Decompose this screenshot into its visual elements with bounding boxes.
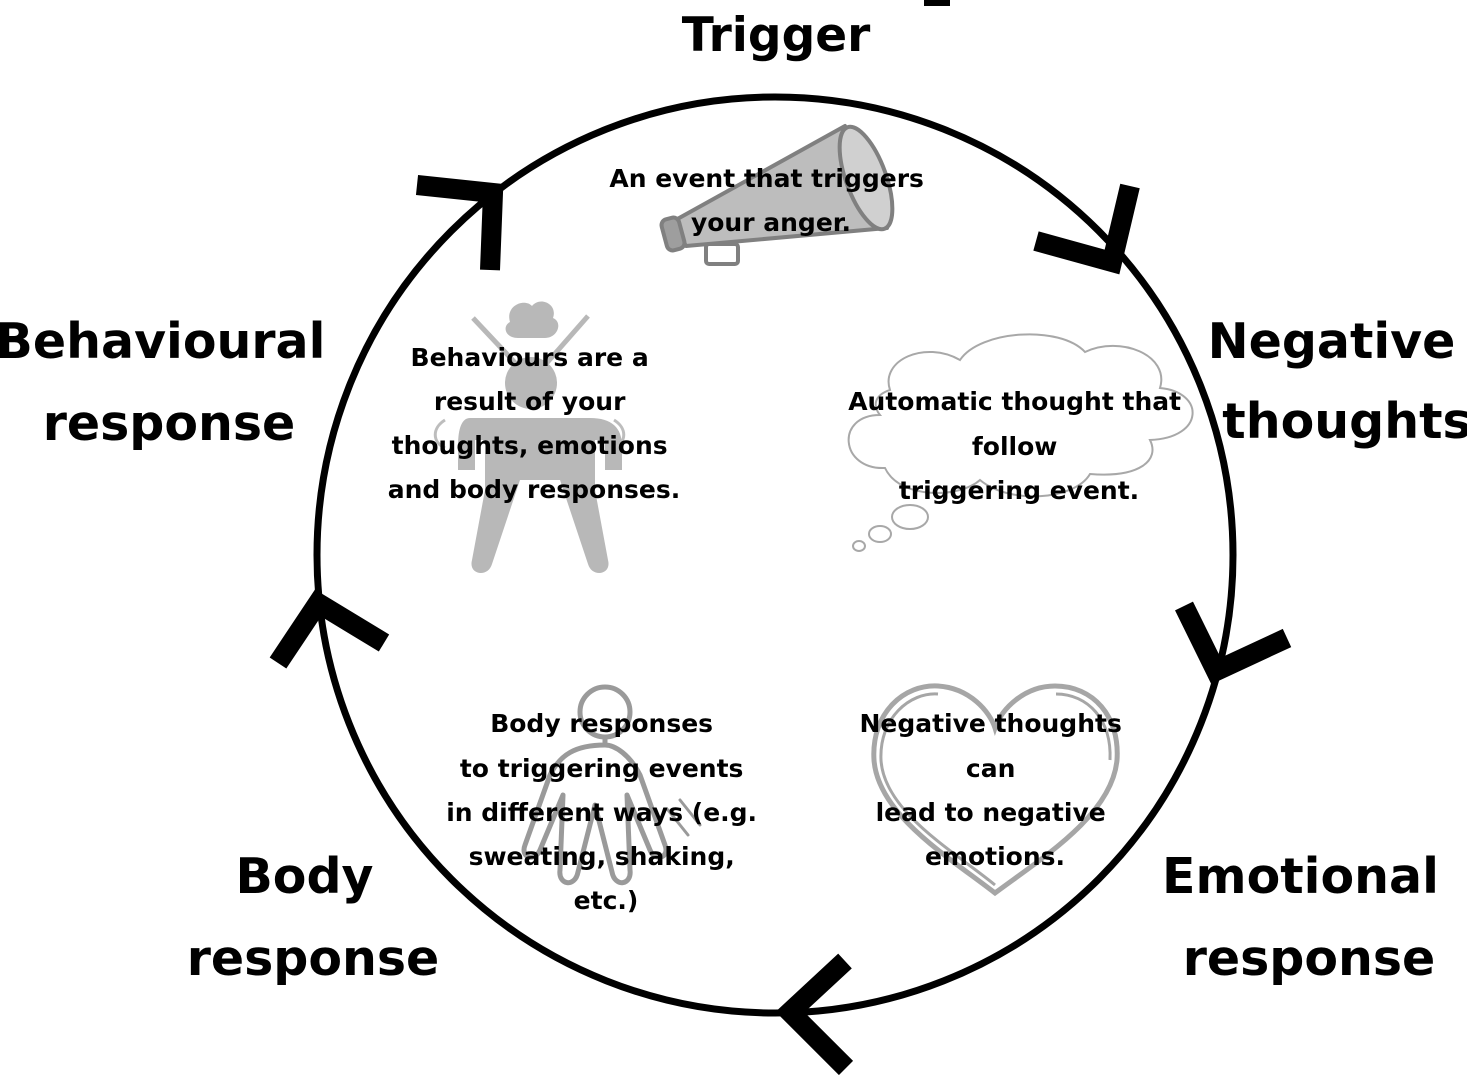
arrow-to-behavioural-response-icon (269, 589, 390, 669)
top-mark (924, 0, 950, 6)
megaphone-icon (659, 124, 895, 266)
arrow-to-trigger-icon (415, 175, 504, 271)
description-emotional-response: Negative thoughts can lead to negative e… (859, 709, 1130, 871)
arrow-to-negative-thoughts-icon (1033, 183, 1140, 275)
stage-label-emotional-response: Emotional response (1162, 848, 1456, 987)
arrowheads (269, 175, 1292, 1075)
arrow-to-emotional-response-icon (1175, 601, 1292, 685)
heart-icon (871, 683, 1120, 897)
description-negative-thoughts: Automatic thought that follow triggering… (848, 387, 1190, 505)
description-trigger: An event that triggers your anger. (609, 164, 932, 237)
description-body-response: Body responses to triggering events in d… (446, 709, 766, 915)
stage-label-negative-thoughts: Negative thoughts (1208, 313, 1467, 450)
body-outline-icon (521, 684, 702, 886)
angry-person-icon (433, 301, 626, 574)
arrow-to-body-response-icon (775, 953, 854, 1075)
stage-label-body-response: Body response (187, 848, 440, 987)
description-behavioural-response: Behaviours are a result of your thoughts… (388, 343, 680, 504)
cycle-circle (313, 93, 1237, 1017)
stage-label-behavioural-response: Behavioural response (0, 313, 342, 452)
thought-cloud-icon (847, 333, 1194, 552)
stage-label-trigger: Trigger (682, 8, 871, 63)
